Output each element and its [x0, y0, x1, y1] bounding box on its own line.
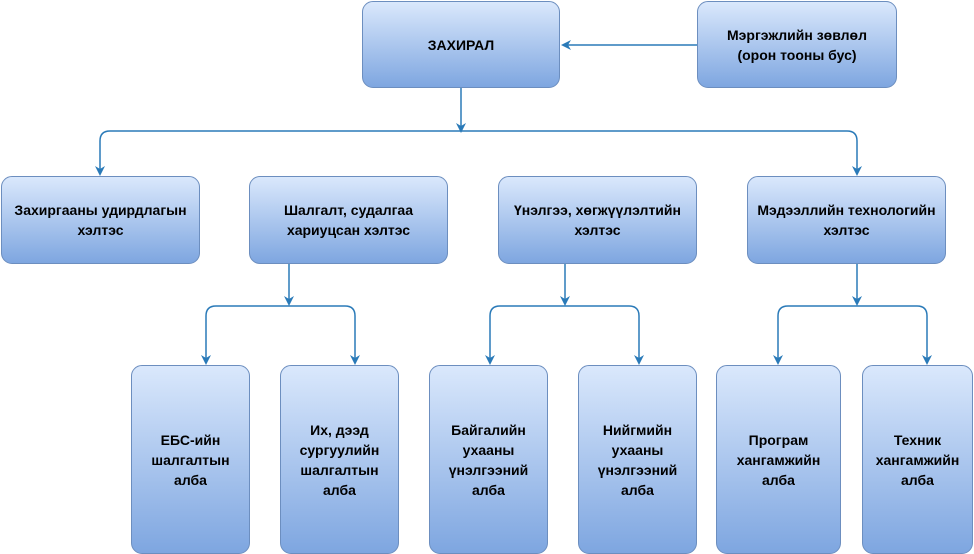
director-branch-it [461, 130, 862, 176]
it-branch-right [857, 305, 932, 365]
assessment-department-box[interactable]: Үнэлгээ, хөгжүүлэлтийн хэлтэс [498, 176, 697, 264]
advisory-council-box[interactable]: Мэргэжлийн зөвлөл (орон тооны бус) [697, 1, 897, 88]
software-unit-label: Програм хангамжийн алба [736, 431, 821, 488]
software-unit-box[interactable]: Програм хангамжийн алба [716, 365, 841, 554]
assessment-branch-left [485, 305, 565, 365]
assessment-branch-right [565, 305, 644, 365]
advisory-council-label: Мэргэжлийн зөвлөл (орон тооны бус) [727, 26, 867, 63]
admin-department-box[interactable]: Захиргааны удирдлагын хэлтэс [1, 176, 200, 264]
natural-science-unit-box[interactable]: Байгалийн ухааны үнэлгээний алба [429, 365, 548, 554]
assessment-department-label: Үнэлгээ, хөгжүүлэлтийн хэлтэс [514, 202, 681, 238]
testing-branch-left [201, 305, 289, 365]
testing-branch-right [289, 305, 360, 365]
it-branch-left [773, 305, 857, 365]
natural-science-unit-label: Байгалийн ухааны үнэлгээний алба [448, 421, 529, 498]
higher-ed-exam-unit-box[interactable]: Их, дээд сургуулийн шалгалтын алба [280, 365, 399, 554]
director-label: ЗАХИРАЛ [427, 36, 495, 53]
hardware-unit-box[interactable]: Техник хангамжийн алба [862, 365, 973, 554]
testing-department-box[interactable]: Шалгалт, судалгаа хариуцсан хэлтэс [249, 176, 448, 264]
it-department-label: Мэдээллийн технологийн хэлтэс [757, 202, 936, 238]
admin-department-label: Захиргааны удирдлагын хэлтэс [14, 202, 187, 238]
ebs-exam-unit-label: ЕБС-ийн шалгалтын алба [151, 431, 230, 488]
ebs-exam-unit-box[interactable]: ЕБС-ийн шалгалтын алба [131, 365, 250, 554]
social-science-unit-box[interactable]: Нийгмийн ухааны үнэлгээний алба [578, 365, 697, 554]
director-box[interactable]: ЗАХИРАЛ [362, 1, 560, 88]
testing-department-label: Шалгалт, судалгаа хариуцсан хэлтэс [283, 202, 414, 238]
director-branch-admin [95, 130, 461, 176]
it-department-box[interactable]: Мэдээллийн технологийн хэлтэс [747, 176, 946, 264]
hardware-unit-label: Техник хангамжийн алба [875, 431, 960, 488]
social-science-unit-label: Нийгмийн ухааны үнэлгээний алба [597, 421, 678, 498]
higher-ed-exam-unit-label: Их, дээд сургуулийн шалгалтын алба [299, 421, 380, 498]
